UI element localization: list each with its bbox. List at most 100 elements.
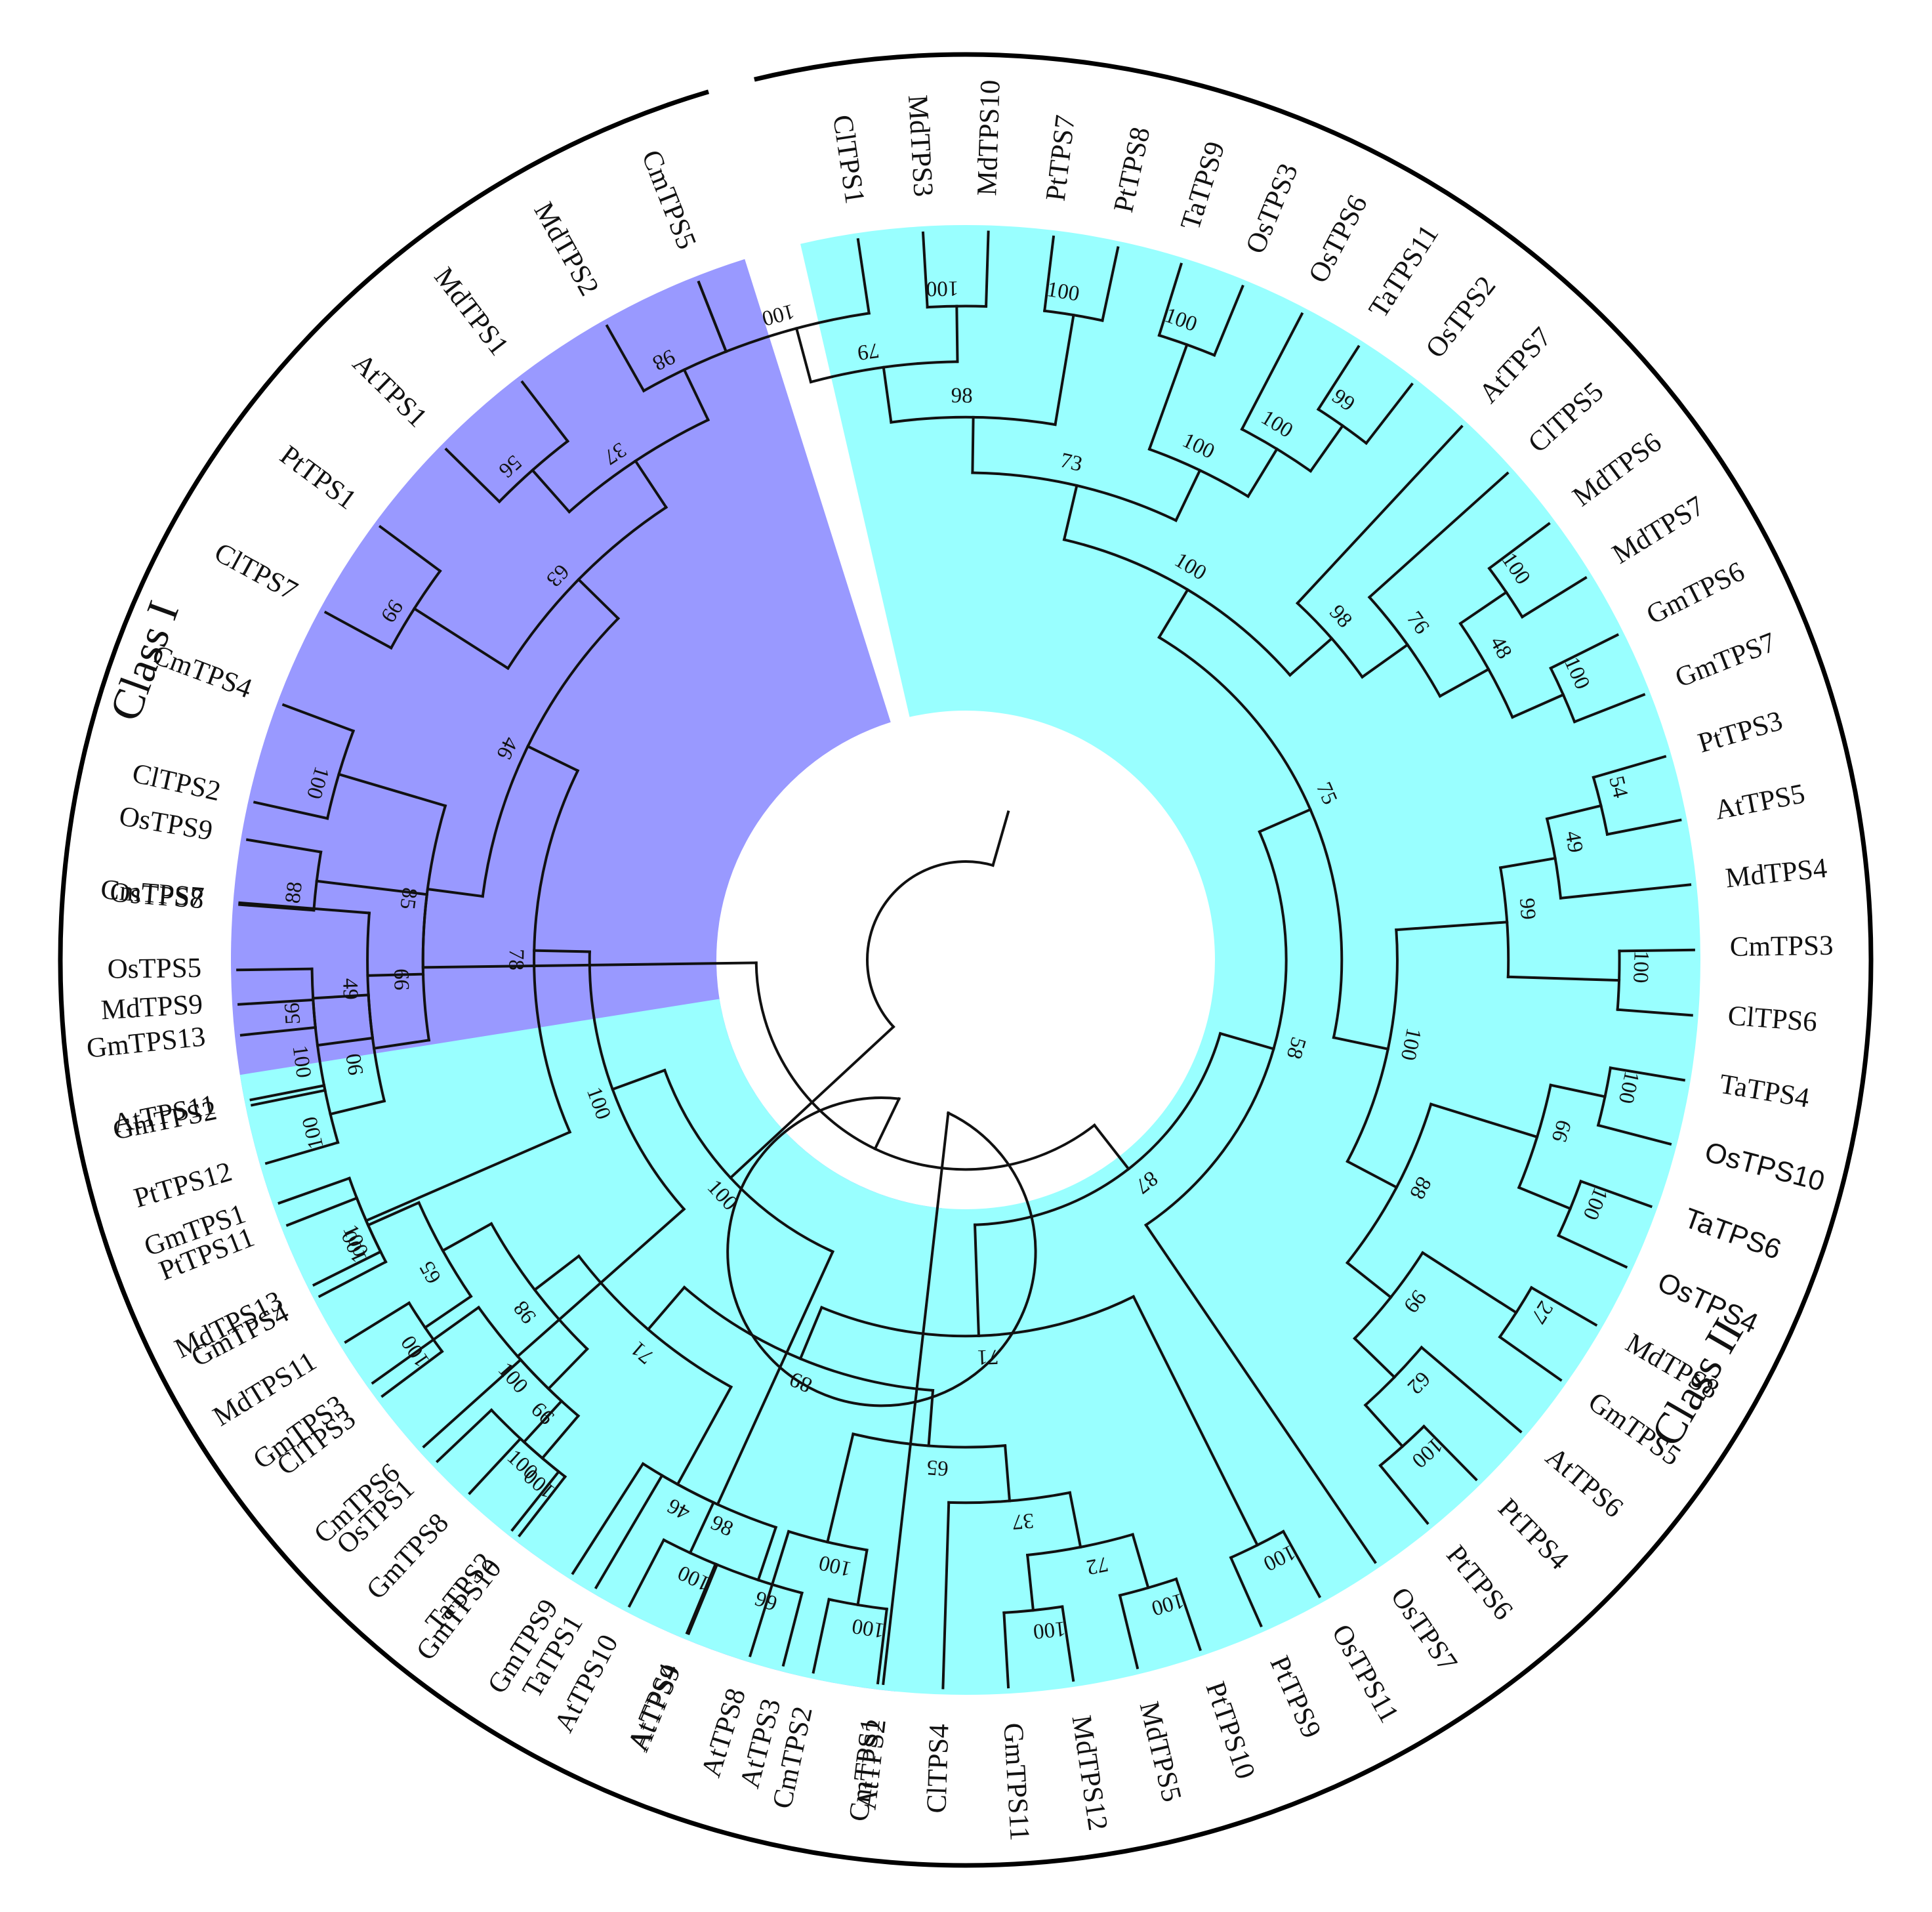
- branch-line: [364, 1130, 572, 1223]
- branch-line: [1002, 1611, 1010, 1689]
- leaf-label: OsTPS9: [117, 800, 215, 846]
- branch-arc: [1517, 1083, 1553, 1190]
- branch-line: [927, 1388, 935, 1447]
- branch-line: [315, 879, 429, 896]
- branch-line: [611, 1068, 667, 1091]
- branch-line: [423, 1294, 473, 1330]
- class-ii-sector: [239, 224, 1700, 1695]
- branch-line: [971, 415, 975, 474]
- branch-arc: [724, 312, 871, 354]
- leaf-label: OsTPS7: [1385, 1582, 1463, 1677]
- branch-line: [525, 744, 580, 773]
- branch-line: [1157, 588, 1190, 640]
- branch-line: [687, 1563, 719, 1636]
- tree-branches: [236, 230, 1695, 1690]
- branch-line: [520, 380, 570, 444]
- branch-arc: [1367, 595, 1442, 698]
- branch-line: [716, 1249, 835, 1507]
- leaf-label: GmTPS7: [1671, 627, 1780, 694]
- leaf-label: MdTPS10: [972, 79, 1006, 196]
- leaf-label: PtTPS1: [274, 440, 362, 516]
- bootstrap-value: 100: [1628, 950, 1653, 984]
- branch-line: [1174, 468, 1202, 522]
- leaf-label: TaTPS6: [1680, 1202, 1785, 1266]
- branch-line: [312, 1249, 382, 1287]
- branch-arc: [1346, 928, 1399, 1163]
- leaf-label: ClTPS4: [921, 1724, 955, 1814]
- branch-line: [812, 1598, 831, 1674]
- branch-line: [264, 1140, 340, 1165]
- branch-line: [798, 1305, 824, 1361]
- leaf-label: PtTPS6: [1440, 1540, 1519, 1626]
- branch-line: [1309, 424, 1345, 473]
- bootstrap-value: 49: [1560, 829, 1587, 855]
- leaf-label: MdTPS2: [528, 197, 605, 301]
- branch-line: [856, 1548, 869, 1607]
- branch-line: [1062, 484, 1079, 541]
- leaf-label: MdTPS4: [1724, 853, 1828, 894]
- branch-arc: [1345, 1102, 1433, 1265]
- branch-line: [955, 304, 959, 364]
- branch-line: [1596, 1123, 1672, 1146]
- bootstrap-value: 100: [288, 1044, 316, 1079]
- branch-line: [1147, 343, 1189, 451]
- branch-arc: [663, 1068, 835, 1254]
- branch-line: [312, 993, 370, 1000]
- branch-line: [1579, 1179, 1653, 1209]
- leaf-label: PtTPS7: [1040, 114, 1082, 203]
- branch-line: [329, 1099, 386, 1116]
- branch-line: [1517, 1186, 1572, 1211]
- branch-line: [1258, 808, 1313, 834]
- bootstrap-value: 49: [338, 978, 362, 1000]
- branch-line: [1229, 1556, 1263, 1628]
- leaf-label: MdTPS5: [1133, 1699, 1187, 1805]
- branch-line: [285, 1196, 359, 1227]
- branch-line: [1549, 1083, 1607, 1098]
- branch-line: [1346, 1159, 1399, 1190]
- bootstrap-value: 73: [1058, 449, 1084, 477]
- branch-line: [873, 1096, 901, 1151]
- branch-arc: [1025, 1533, 1135, 1557]
- branch-line: [1506, 975, 1621, 982]
- branch-arc: [947, 1491, 1072, 1505]
- leaf-label: AtTPS7: [1473, 322, 1558, 409]
- branch-arc: [1498, 866, 1510, 978]
- branch-line: [380, 1349, 444, 1398]
- branch-arc: [819, 1295, 1136, 1338]
- bootstrap-value: 72: [1084, 1552, 1110, 1579]
- branch-arc: [787, 1529, 869, 1552]
- branch-line: [1549, 633, 1620, 671]
- branch-arc: [577, 1254, 733, 1389]
- bootstrap-value: 100: [1045, 278, 1081, 306]
- branch-line: [444, 447, 502, 504]
- branch-arc: [325, 729, 356, 820]
- branch-line: [1420, 1345, 1523, 1434]
- branch-line: [316, 1036, 375, 1047]
- branch-arc: [421, 892, 431, 1042]
- branch-line: [1545, 804, 1603, 821]
- branch-line: [546, 1347, 589, 1391]
- branch-line: [794, 326, 813, 384]
- bootstrap-value: 100: [850, 1613, 886, 1642]
- branch-line: [344, 1301, 411, 1344]
- leaf-label: MdTPS3: [902, 94, 939, 197]
- branch-line: [605, 324, 646, 393]
- branch-line: [238, 901, 371, 915]
- branch-line: [1592, 755, 1667, 779]
- branch-arc: [1143, 829, 1288, 1227]
- branch-line: [318, 1260, 388, 1299]
- branch-line: [1559, 883, 1692, 900]
- branch-line: [1281, 1529, 1322, 1598]
- branch-line: [518, 1474, 567, 1538]
- branch-line: [1458, 590, 1508, 626]
- branch-line: [1295, 425, 1464, 606]
- branch-line: [441, 1222, 493, 1253]
- branch-arc: [641, 1462, 716, 1505]
- branch-line: [277, 1176, 352, 1205]
- branch-line: [281, 703, 356, 733]
- branch-line: [412, 606, 510, 671]
- branch-line: [1003, 1444, 1012, 1503]
- bootstrap-value: 65: [926, 1455, 949, 1480]
- bootstrap-value: 85: [395, 886, 421, 911]
- bootstrap-value: 71: [977, 1344, 999, 1369]
